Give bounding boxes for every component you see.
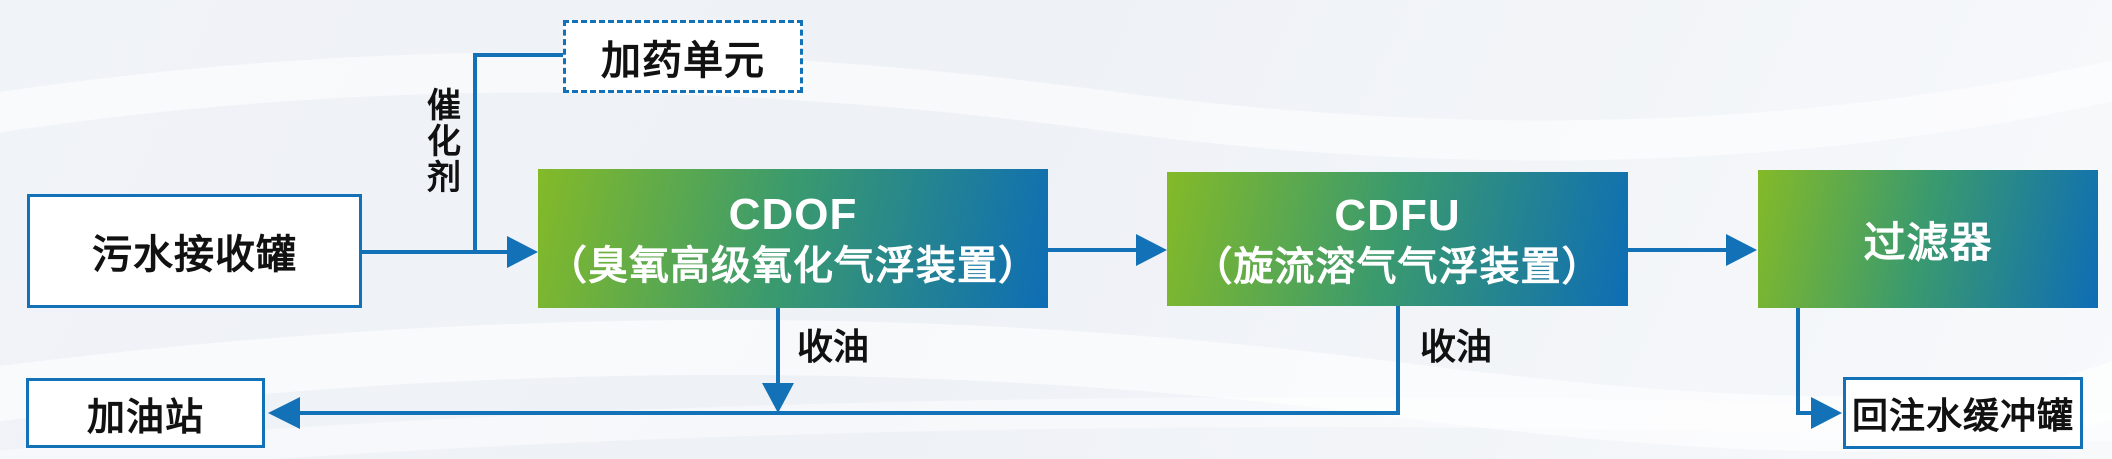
- node-reinjection-water-buffer-tank-label: 回注水缓冲罐: [1851, 395, 2074, 436]
- edge-label-oil-recovery-cdof: 收油: [797, 326, 870, 367]
- node-gas-station: 加油站: [26, 378, 265, 448]
- edge-label-catalyst: 催化剂: [427, 87, 461, 198]
- node-filter-label: 过滤器: [1863, 218, 1993, 266]
- arrowhead-into-gas-station: [268, 397, 300, 429]
- edge-junction-to-dosing-unit: [473, 53, 563, 252]
- node-cdfu-title: CDFU: [1334, 190, 1461, 240]
- arrowhead-into-cdfu: [1136, 234, 1167, 266]
- node-sewage-receiving-tank: 污水接收罐: [27, 194, 362, 308]
- node-dosing-unit-label: 加药单元: [601, 38, 765, 83]
- arrowhead-cdof-oil-down: [762, 383, 794, 413]
- node-cdof-subtitle: （臭氧高级氧化气浮装置）: [547, 244, 1039, 288]
- node-cdof-title: CDOF: [728, 190, 858, 239]
- edge-filter-to-reinjection: [1796, 308, 1812, 415]
- arrowhead-into-cdof: [507, 236, 538, 268]
- edge-cdfu-oil-to-gas-station: [300, 306, 1400, 415]
- node-sewage-receiving-tank-label: 污水接收罐: [92, 233, 297, 277]
- arrowhead-into-filter: [1726, 234, 1757, 266]
- node-reinjection-water-buffer-tank: 回注水缓冲罐: [1843, 377, 2083, 449]
- node-gas-station-label: 加油站: [86, 396, 204, 439]
- node-cdof: CDOF （臭氧高级氧化气浮装置）: [538, 169, 1048, 308]
- arrowhead-into-reinjection: [1811, 397, 1842, 429]
- node-filter: 过滤器: [1758, 170, 2098, 308]
- node-cdfu: CDFU （旋流溶气气浮装置）: [1167, 172, 1628, 306]
- node-dosing-unit: 加药单元: [563, 20, 803, 93]
- node-cdfu-subtitle: （旋流溶气气浮装置）: [1192, 244, 1603, 289]
- edge-label-oil-recovery-cdfu: 收油: [1420, 326, 1493, 367]
